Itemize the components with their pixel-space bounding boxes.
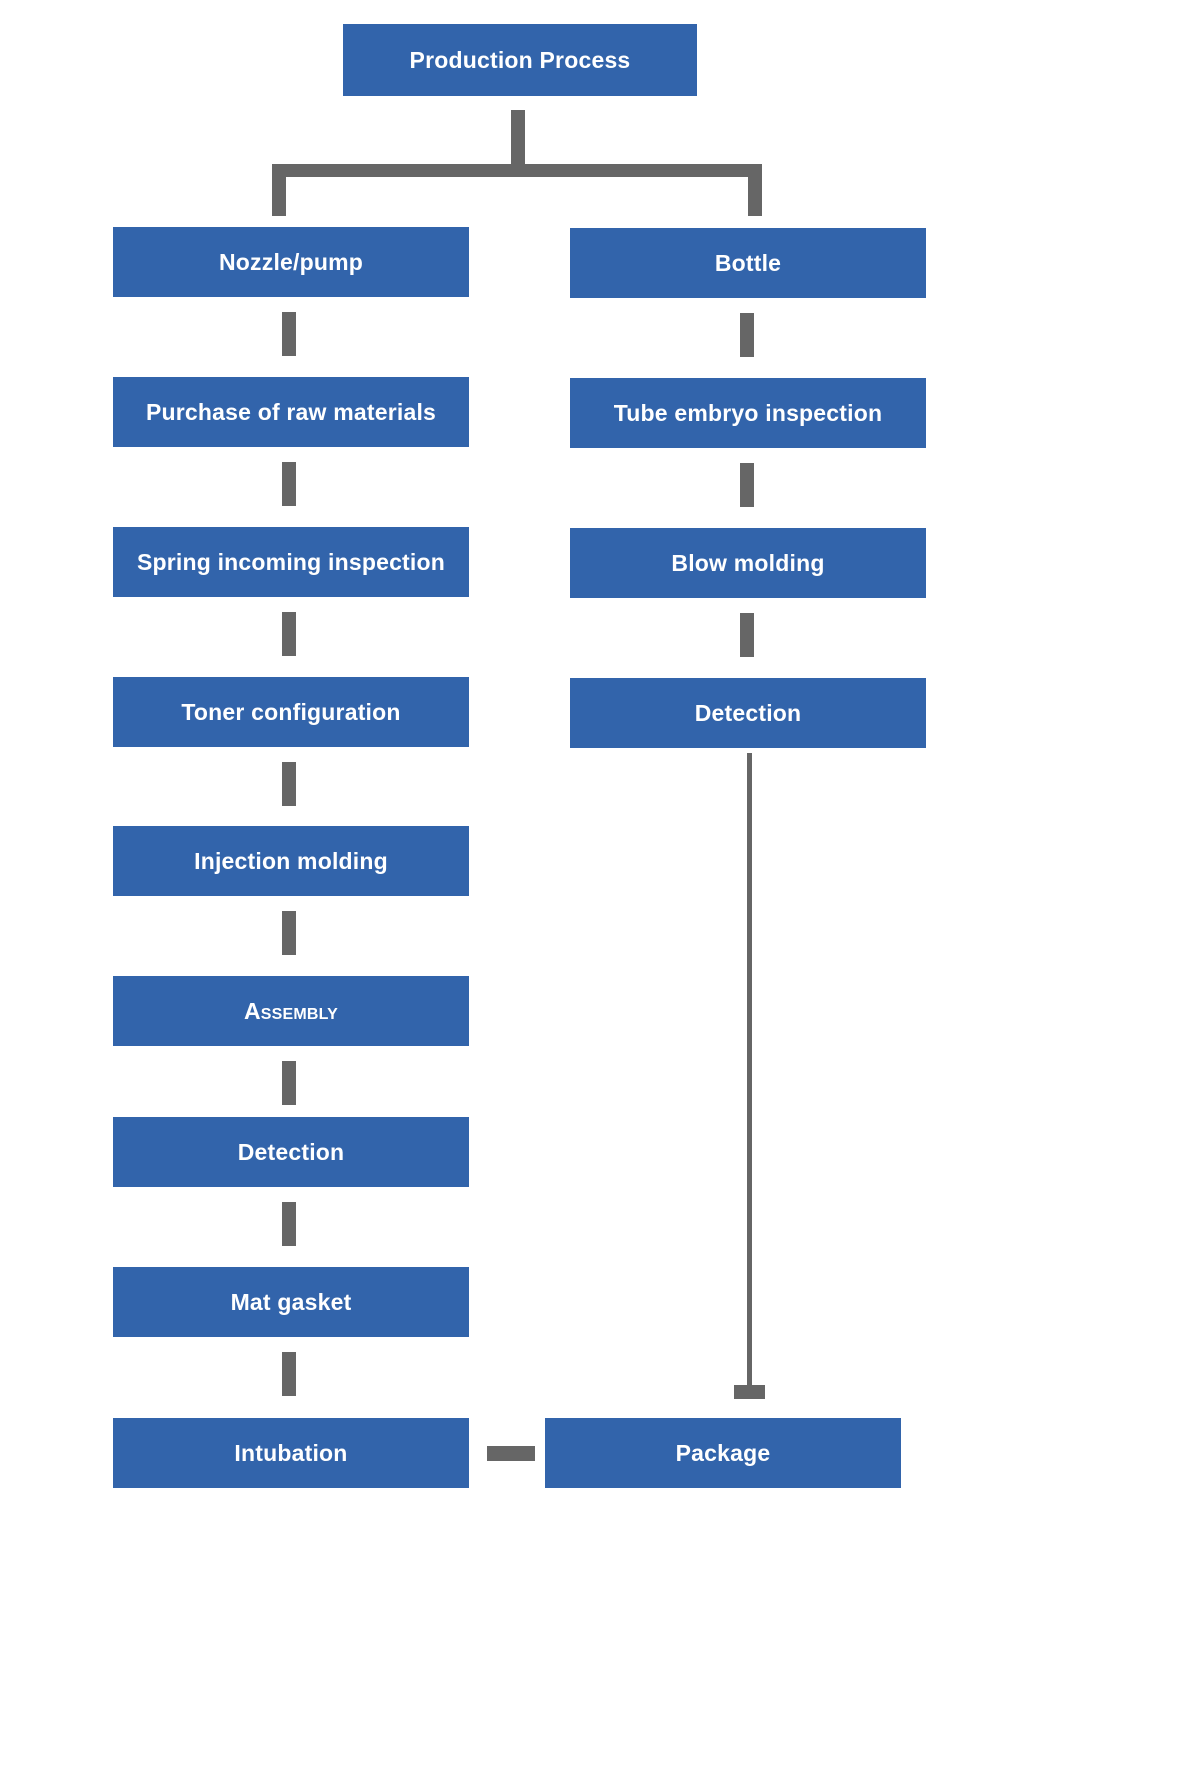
connector-left-2 [282,462,296,506]
node-injection-molding[interactable]: Injection molding [113,826,469,896]
connector-split-bar [272,164,762,177]
node-blow-molding[interactable]: Blow molding [570,528,926,598]
connector-left-4 [282,762,296,806]
connector-right-3 [740,613,754,657]
node-label: Detection [237,1138,345,1165]
node-package[interactable]: Package [545,1418,901,1488]
node-label: Nozzle/pump [218,248,364,275]
node-label: Injection molding [194,847,388,874]
node-detection-right[interactable]: Detection [570,678,926,748]
node-label: Toner configuration [181,698,401,725]
node-label: Blow molding [671,549,825,576]
node-production-process[interactable]: Production Process [343,24,697,96]
connector-left-6 [282,1061,296,1105]
node-spring-incoming-inspection[interactable]: Spring incoming inspection [113,527,469,597]
connector-root-stem [511,110,525,164]
node-intubation[interactable]: Intubation [113,1418,469,1488]
connector-right-1 [740,313,754,357]
node-label: Package [675,1439,771,1466]
node-label: Purchase of raw materials [145,398,437,425]
connector-split-left-stub [272,164,286,216]
node-label: Intubation [234,1439,348,1466]
connector-left-3 [282,612,296,656]
node-label: Bottle [714,249,782,276]
node-label: Mat gasket [230,1288,352,1315]
connector-package-arrow-nub [734,1385,765,1399]
node-detection-left[interactable]: Detection [113,1117,469,1187]
node-label: Detection [694,699,802,726]
node-tube-embryo-inspection[interactable]: Tube embryo inspection [570,378,926,448]
connector-left-5 [282,911,296,955]
connector-right-2 [740,463,754,507]
node-toner-configuration[interactable]: Toner configuration [113,677,469,747]
node-mat-gasket[interactable]: Mat gasket [113,1267,469,1337]
node-nozzle-pump[interactable]: Nozzle/pump [113,227,469,297]
node-purchase-of-raw-materials[interactable]: Purchase of raw materials [113,377,469,447]
connector-left-1 [282,312,296,356]
connector-detection-to-package [747,753,752,1393]
node-bottle[interactable]: Bottle [570,228,926,298]
node-label: Spring incoming inspection [136,548,446,575]
connector-left-8 [282,1352,296,1396]
connector-left-7 [282,1202,296,1246]
node-label: Tube embryo inspection [613,399,883,426]
connector-intubation-to-package [487,1446,535,1461]
node-label: Production Process [409,46,631,73]
node-assembly[interactable]: Assembly [113,976,469,1046]
connector-split-right-stub [748,164,762,216]
node-label: Assembly [243,997,339,1024]
